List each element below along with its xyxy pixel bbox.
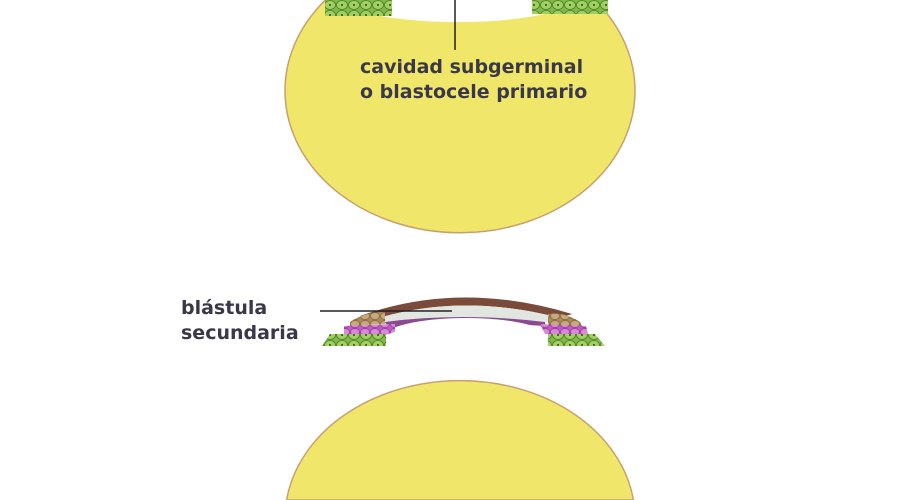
yolk [284,0,636,234]
epiblast-cells-left [325,0,392,16]
epiblast-cells-right [532,0,608,14]
hypoblast-cells-left [344,324,395,335]
hypoblast-cells-right [540,324,588,334]
roof-layer [360,297,572,320]
bottom-embryo [285,297,635,500]
label-line: o blastocele primario [360,81,588,103]
label-line: cavidad subgerminal [360,56,584,78]
top-cells-right [548,313,582,326]
top-embryo [284,0,636,234]
top-cells-left [350,312,385,326]
label-cavidad-subgerminal: cavidad subgerminal o blastocele primari… [360,55,587,105]
label-line: blástula [181,297,268,319]
subgerminal-cavity [382,318,550,358]
label-line: secundaria [181,322,299,344]
epiblast-cells-right [548,334,605,346]
label-blastula-secundaria: blástula secundaria [181,296,299,346]
yolk [285,379,635,500]
epiblast-cells-left [322,334,386,346]
subgerminal-cavity [346,0,570,22]
